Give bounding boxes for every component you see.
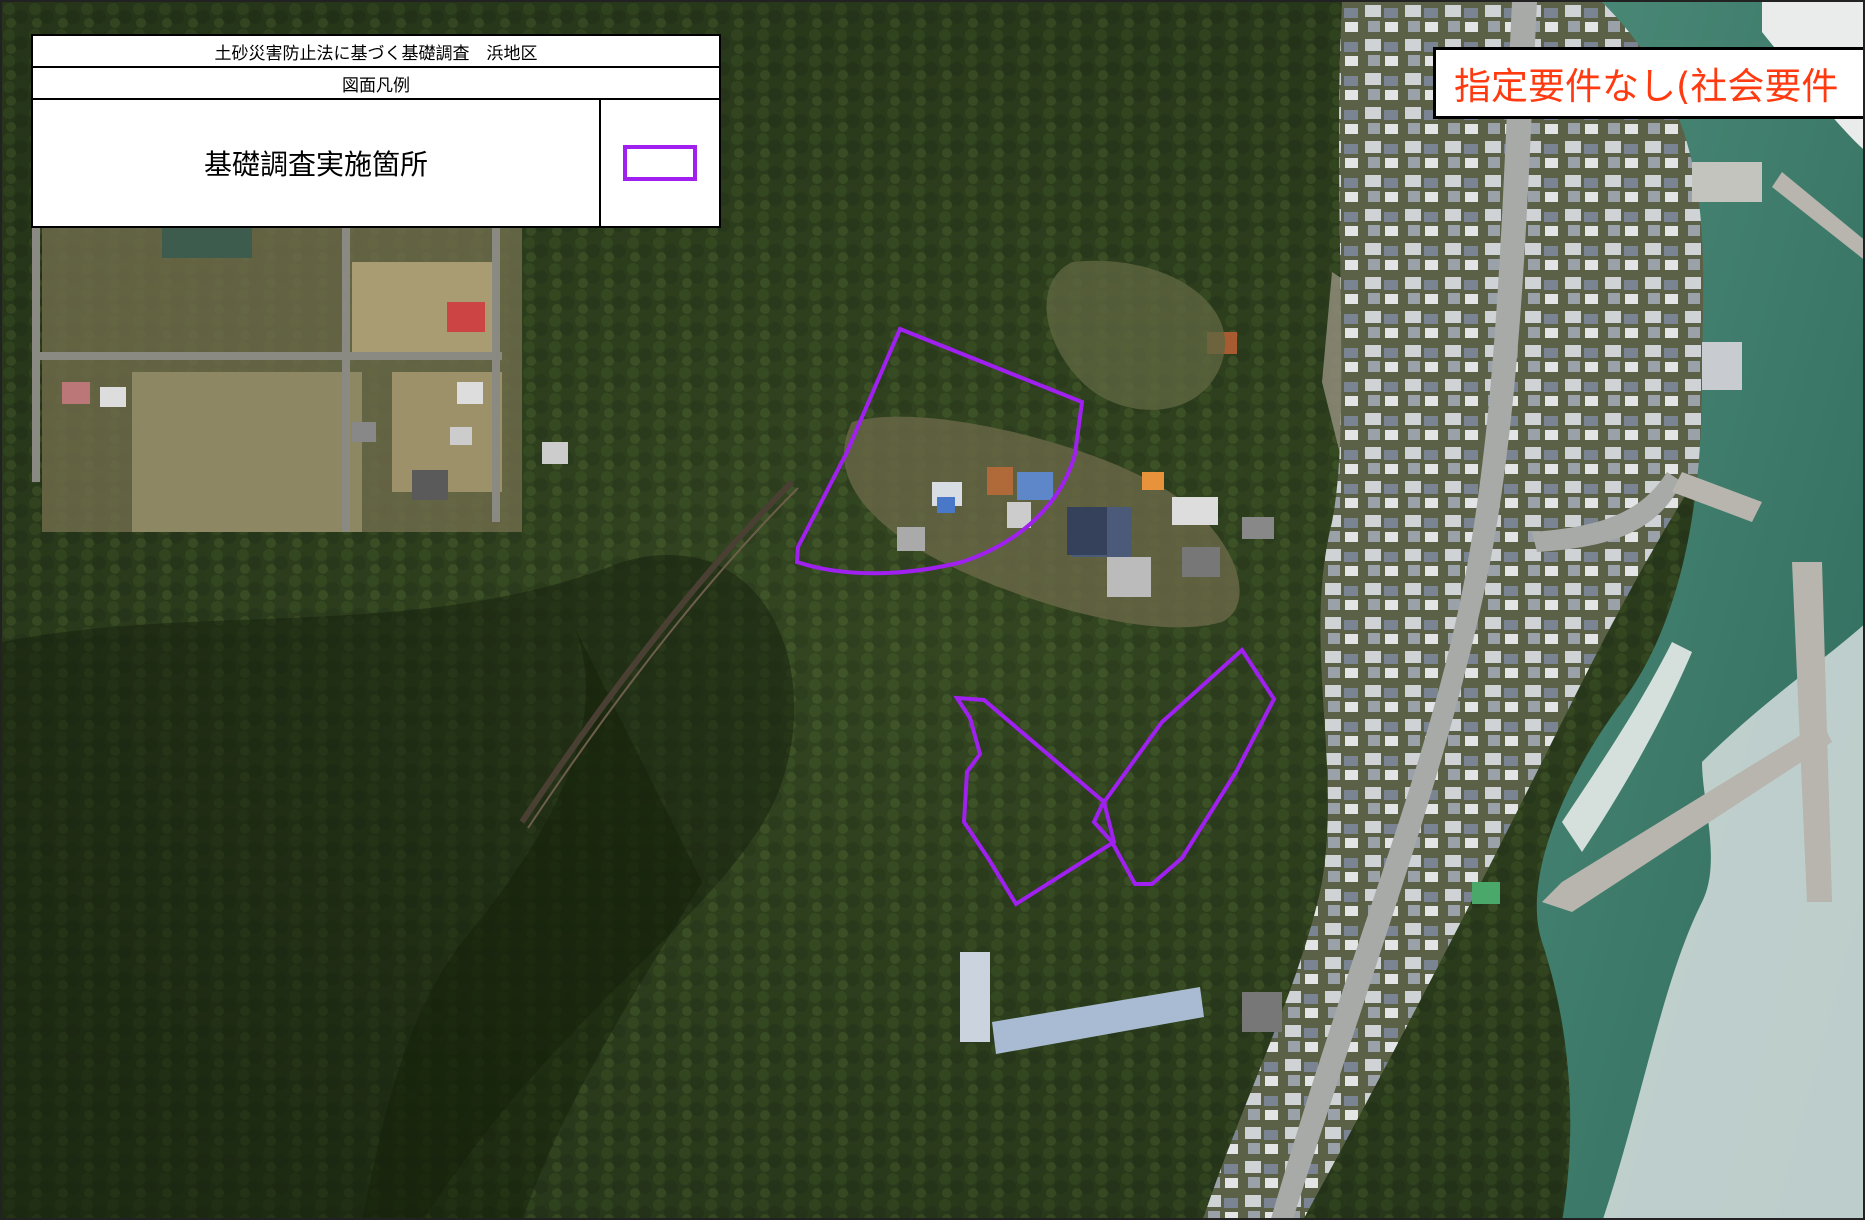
legend-row: 基礎調査実施箇所 xyxy=(33,100,719,226)
legend-subtitle: 図面凡例 xyxy=(33,68,719,100)
survey-area-south-east xyxy=(1091,646,1277,886)
survey-area-south-west xyxy=(953,695,1117,907)
survey-area-north xyxy=(794,326,1085,576)
status-label: 指定要件なし(社会要件 xyxy=(1433,47,1863,119)
survey-area-swatch-icon xyxy=(623,145,697,181)
legend-item-label: 基礎調査実施箇所 xyxy=(33,100,601,226)
map-legend: 土砂災害防止法に基づく基礎調査 浜地区 図面凡例 基礎調査実施箇所 xyxy=(31,34,721,228)
status-label-text: 指定要件なし(社会要件 xyxy=(1454,65,1839,108)
legend-swatch-cell xyxy=(601,100,719,226)
legend-title: 土砂災害防止法に基づく基礎調査 浜地区 xyxy=(33,36,719,68)
